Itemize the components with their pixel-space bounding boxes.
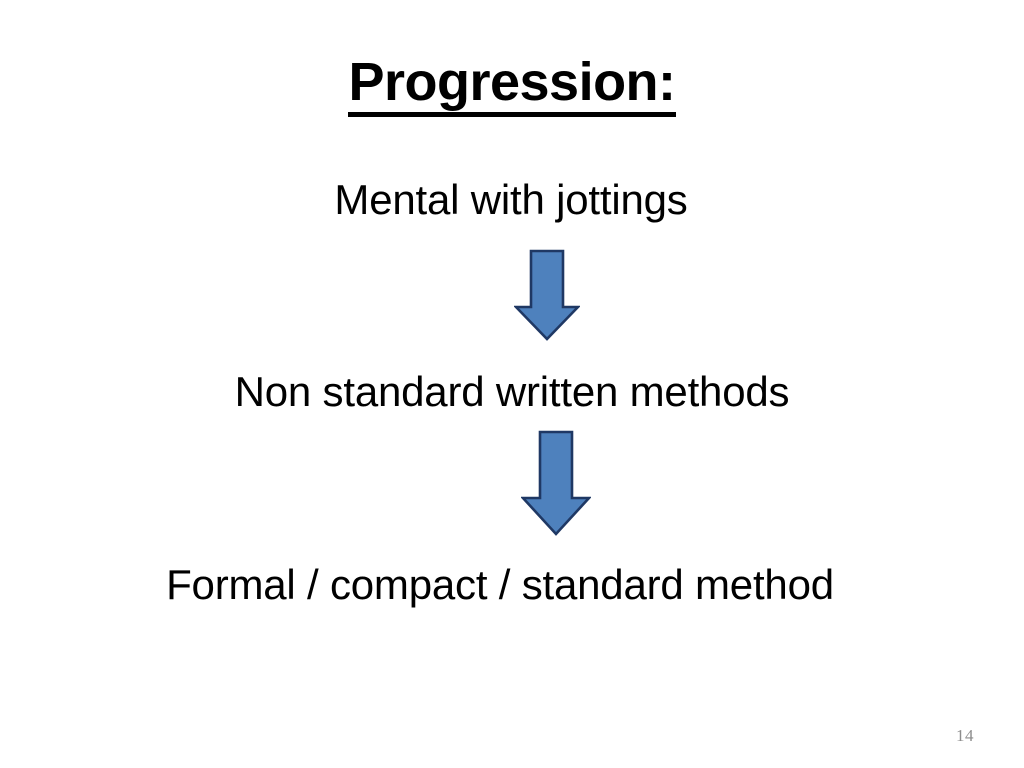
flow-step-3: Formal / compact / standard method (0, 560, 1024, 610)
flow-step-1: Mental with jottings (0, 175, 1024, 225)
flow-step-3-label: Formal / compact / standard method (166, 561, 834, 609)
progression-flow: Mental with jottings Non standard writte… (0, 175, 1024, 610)
arrow-down-1 (0, 249, 1024, 345)
arrow-down-2 (0, 430, 1024, 540)
flow-step-2-label: Non standard written methods (234, 367, 790, 415)
arrow-down-icon (521, 430, 591, 537)
slide-title-block: Progression: (0, 53, 1024, 118)
spacer-2 (0, 540, 1024, 560)
arrow-down-icon (514, 249, 580, 341)
page-title: Progression: (348, 53, 676, 118)
flow-step-2: Non standard written methods (0, 367, 1024, 417)
flow-step-1-label: Mental with jottings (334, 176, 688, 223)
spacer-1 (0, 345, 1024, 367)
page-number: 14 (956, 726, 974, 745)
